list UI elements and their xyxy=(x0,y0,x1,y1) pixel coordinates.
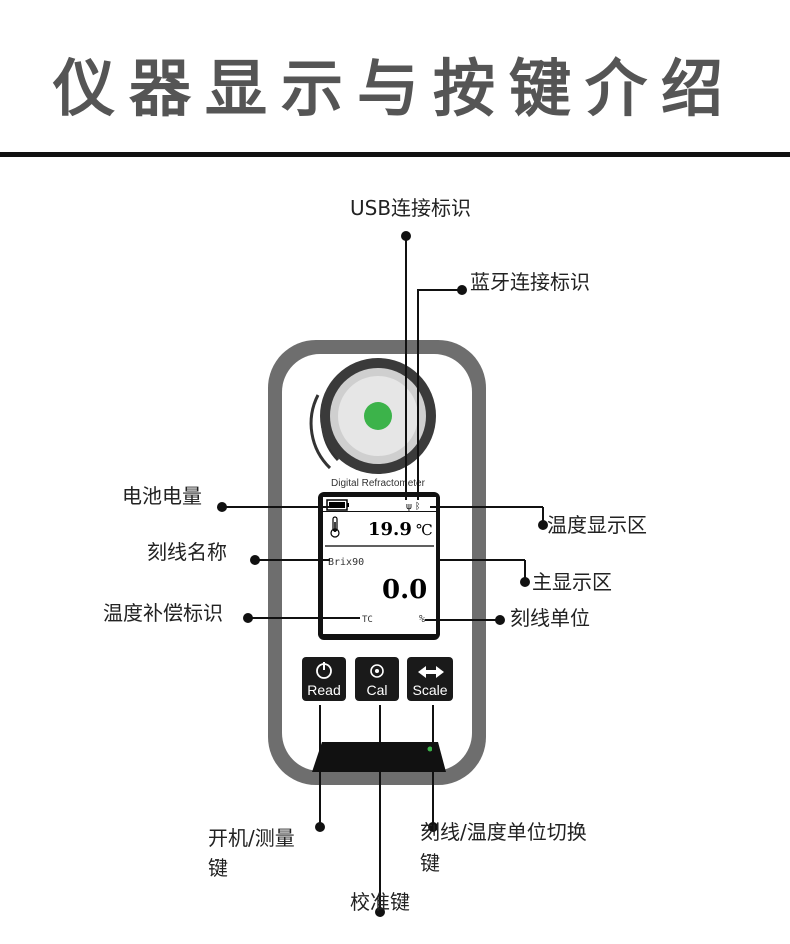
target-icon xyxy=(370,664,384,678)
status-led xyxy=(427,746,433,752)
main-display-label: 主显示区 xyxy=(532,570,612,594)
cal-button[interactable]: Cal xyxy=(355,657,399,701)
scale-unit-label: 刻线单位 xyxy=(510,606,590,630)
scale-name-label: 刻线名称 xyxy=(147,540,227,564)
switch-key-label: 刻线/温度单位切换 xyxy=(420,820,587,844)
swap-arrows-icon xyxy=(418,666,444,678)
battery-label: 电池电量 xyxy=(122,484,202,508)
power-key-label: 开机/测量 xyxy=(208,826,295,850)
power-key-label-line2: 键 xyxy=(208,856,228,880)
tc-mark: TC xyxy=(362,615,373,625)
brand-text: Digital Refractometer xyxy=(331,478,426,489)
thermometer-icon xyxy=(330,516,340,538)
bluetooth-icon: ᛒ xyxy=(415,501,420,512)
bluetooth-label: 蓝牙连接标识 xyxy=(470,270,590,294)
calibrate-key-label: 校准键 xyxy=(350,890,410,914)
cal-button-label: Cal xyxy=(366,682,387,698)
main-reading: 0.0 xyxy=(382,575,427,605)
scale-button-label: Scale xyxy=(412,682,447,698)
scale-unit-text: % xyxy=(419,614,425,625)
read-button-label: Read xyxy=(307,682,340,698)
page-title: 仪器显示与按键介绍 xyxy=(52,52,737,125)
temperature-area-label: 温度显示区 xyxy=(547,513,647,537)
usb-label: USB连接标识 xyxy=(350,196,472,220)
usb-icon: ψ xyxy=(406,502,412,512)
read-button[interactable]: Read xyxy=(302,657,346,701)
scale-name-text: Brix90 xyxy=(328,557,364,568)
battery-icon xyxy=(326,499,349,511)
temperature-unit: ℃ xyxy=(416,521,433,539)
temp-comp-label: 温度补偿标识 xyxy=(103,601,223,625)
temperature-value: 19.9 xyxy=(368,519,412,540)
scale-button[interactable]: Scale xyxy=(407,657,453,701)
switch-key-label-line2: 键 xyxy=(420,851,440,875)
screen-panel xyxy=(323,512,436,634)
title-divider xyxy=(0,152,790,157)
lens-indicator xyxy=(364,402,392,430)
